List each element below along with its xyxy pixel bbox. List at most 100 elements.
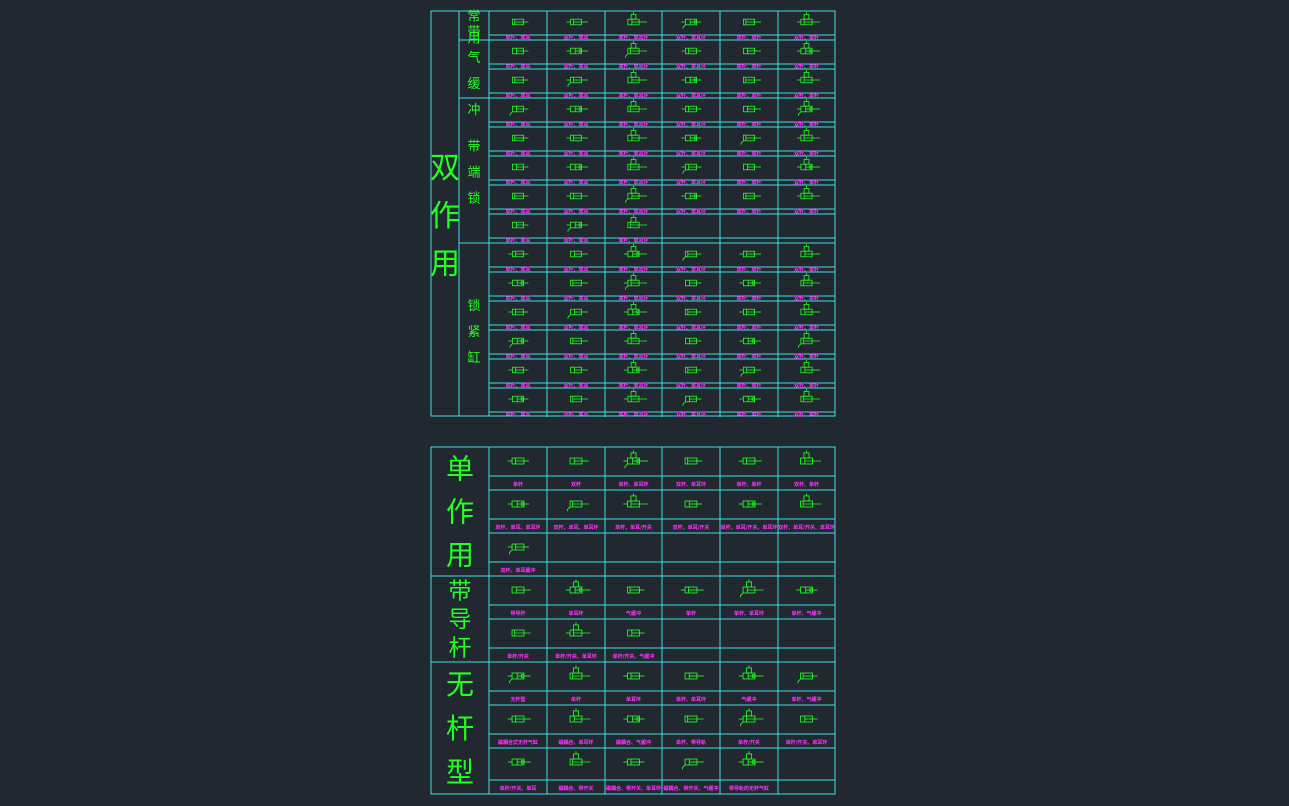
section-heading: 杆 <box>446 712 474 745</box>
cell-label: 单杆、单耳环 <box>618 266 648 273</box>
cell-label: 单杆、单耳环 <box>618 179 648 186</box>
cylinder-symbol-icon <box>507 715 531 723</box>
cylinder-symbol-icon <box>796 98 821 116</box>
cylinder-symbol-icon <box>681 163 702 174</box>
cylinder-symbol-icon <box>627 156 648 171</box>
cell-label: 带导杆 <box>510 610 525 617</box>
cell-label: 双杆、单耳环 <box>676 266 706 273</box>
cell-label: 单杆、单杆 <box>736 353 761 360</box>
cylinder-symbol-icon <box>684 457 703 465</box>
cell-label: 双杆、单耳环 <box>676 208 706 215</box>
cell-label: 磁耦合、单耳环 <box>558 739 593 746</box>
cylinder-symbol-icon <box>738 457 762 465</box>
cell-label: 双杆、单杆 <box>794 92 819 99</box>
cell-label: 单杆、单耳 <box>505 382 530 389</box>
cylinder-symbol-icon <box>800 272 821 287</box>
section-label: 常 <box>467 10 480 25</box>
section-heading: 导 <box>449 607 472 633</box>
cylinder-symbol-icon <box>623 388 648 403</box>
cell-label: 单杆、单耳 <box>505 179 530 186</box>
cylinder-symbol-icon <box>796 185 821 200</box>
cell-label: 单杆、单耳 <box>505 34 530 41</box>
cylinder-symbol-icon <box>569 337 589 345</box>
cell-label: 单杆、单杆 <box>736 266 761 273</box>
cylinder-symbol-icon <box>623 672 645 680</box>
cell-label: 单杆、单耳环 <box>734 610 764 617</box>
cylinder-symbol-icon <box>508 308 529 316</box>
cell-label: 单杆/开关、气缓冲 <box>613 653 655 660</box>
cell-label: 单杆、单耳环 <box>618 353 648 360</box>
cell-label: 单杆、单耳 <box>505 266 530 273</box>
cell-label: 单杆、单耳环 <box>618 324 648 331</box>
cylinder-symbol-icon <box>681 47 702 55</box>
cylinder-symbol-icon <box>507 457 530 465</box>
cylinder-symbol-icon <box>738 500 762 508</box>
cylinder-symbol-icon <box>566 192 589 200</box>
cylinder-symbol-icon <box>796 586 818 594</box>
cell-label: 双杆、单耳环 <box>676 179 706 186</box>
cell-label: 单杆、单杆 <box>736 324 761 331</box>
cylinder-symbol-icon <box>508 250 529 258</box>
cell-label: 双杆、单耳、单耳环 <box>553 524 598 531</box>
table-grid-lines <box>430 10 836 795</box>
cylinder-symbol-icon <box>798 330 821 348</box>
cylinder-symbol-icon <box>681 134 702 142</box>
cell-label: 单杆、气缓冲 <box>791 610 821 617</box>
cylinder-symbol-icon <box>567 308 589 319</box>
cylinder-symbol-icon <box>511 221 529 229</box>
cylinder-symbol-icon <box>627 98 648 113</box>
cell-label: 双杆、单杆 <box>794 266 819 273</box>
cylinder-symbol-icon <box>625 40 648 58</box>
cylinder-symbol-icon <box>739 279 762 287</box>
cylinder-symbol-icon <box>627 629 645 637</box>
section-label: 锁 <box>467 191 480 207</box>
cell-label: 双杆、单耳环 <box>676 382 706 389</box>
cylinder-symbol-icon <box>738 708 764 727</box>
cell-label: 单杆、单耳环 <box>618 237 648 244</box>
cell-label: 双杆、单耳 <box>563 179 588 186</box>
cell-label: 双杆、单耳环 <box>676 481 706 488</box>
cylinder-symbol-icon <box>680 586 704 594</box>
main-label-double-acting: 用 <box>430 247 460 282</box>
cylinder-symbol-icon <box>511 134 529 142</box>
cell-label: 双杆、单耳 <box>563 411 588 418</box>
cell-label: 单杆、单耳 <box>505 150 530 157</box>
cell-label: 双杆、单耳/开关 <box>673 524 710 531</box>
cylinder-symbol-icon <box>684 715 704 723</box>
cell-label: 双杆、单杆 <box>794 34 819 41</box>
cell-label: 单杆、单耳环 <box>618 121 648 128</box>
cell-label: 双杆、单耳环 <box>676 295 706 302</box>
cylinder-symbol-icon <box>739 250 762 258</box>
cell-label: 双杆、单耳 <box>563 34 588 41</box>
cylinder-symbol-icon <box>681 76 702 84</box>
cell-label: 单杆、单杆 <box>736 92 761 99</box>
cell-label: 无杆型 <box>509 696 525 703</box>
cylinder-symbol-icon <box>623 450 648 469</box>
cylinder-symbol-icon <box>566 221 589 232</box>
cell-label: 双杆、单耳环 <box>676 121 706 128</box>
cylinder-symbol-icon <box>569 665 591 680</box>
cylinder-symbol-icon <box>684 308 702 316</box>
cylinder-symbol-icon <box>507 758 531 766</box>
cylinder-symbol-icon <box>625 185 648 203</box>
cell-label: 单杆、单杆 <box>736 382 761 389</box>
section-heading: 用 <box>446 538 474 571</box>
cylinder-symbol-icon <box>566 76 589 87</box>
cylinder-symbol-icon <box>507 672 531 684</box>
cylinder-symbol-icon <box>800 359 821 374</box>
cell-label: 双杆、单耳 <box>563 295 588 302</box>
cylinder-symbol-icon <box>742 18 762 26</box>
cylinder-symbol-icon <box>565 622 591 637</box>
cell-label: 单耳环 <box>568 610 583 617</box>
cylinder-symbol-icon <box>623 715 645 723</box>
cylinder-symbol-icon <box>509 105 529 116</box>
cell-label: 单杆/开关、单耳 <box>500 785 537 792</box>
cell-label: 单杆、单耳环 <box>618 92 648 99</box>
cell-label: 单杆/开关、单耳环 <box>555 653 597 660</box>
cylinder-symbol-icon <box>627 69 648 84</box>
cell-label: 单杆、单耳环 <box>618 295 648 302</box>
cylinder-symbol-icon <box>566 163 589 171</box>
cylinder-symbol-icon <box>623 243 648 258</box>
cylinder-symbol-icon <box>627 127 648 142</box>
cell-label: 双杆 <box>571 481 581 488</box>
